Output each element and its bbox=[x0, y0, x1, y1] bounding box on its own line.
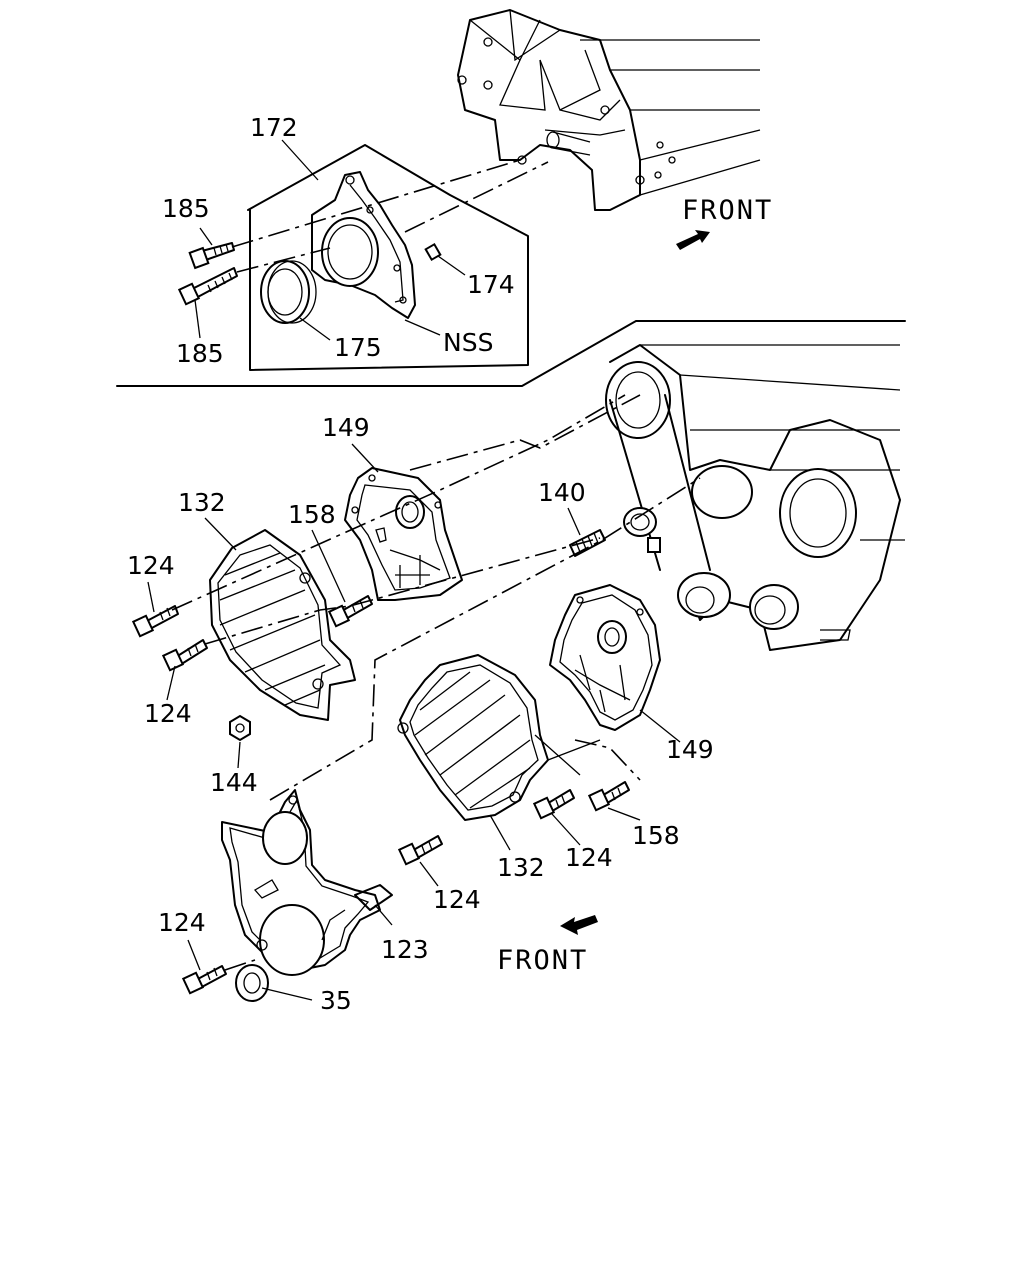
engine-block-bottom bbox=[605, 344, 905, 651]
section-divider bbox=[116, 320, 906, 387]
back-plate-149-left bbox=[344, 443, 463, 601]
centerline-low-5 bbox=[224, 959, 256, 971]
label-172: 172 bbox=[250, 113, 298, 142]
leader-123 bbox=[374, 904, 393, 926]
label-140: 140 bbox=[538, 478, 586, 507]
label-124-e: 124 bbox=[158, 908, 206, 937]
leader-149a bbox=[351, 443, 379, 473]
dowel-174 bbox=[424, 242, 466, 276]
leader-158b bbox=[607, 807, 641, 821]
label-124-c: 124 bbox=[565, 843, 613, 872]
bolt-158-b bbox=[587, 781, 641, 821]
label-144: 144 bbox=[210, 768, 258, 797]
centerline-low-3 bbox=[409, 394, 641, 471]
front-label-top: FRONT bbox=[682, 195, 773, 226]
label-158-right: 158 bbox=[632, 821, 680, 850]
timing-cover-132-right bbox=[397, 654, 601, 851]
label-175: 175 bbox=[334, 333, 382, 362]
label-124-a: 124 bbox=[127, 551, 175, 580]
seal-35 bbox=[235, 964, 313, 1002]
bolt-185-bottom bbox=[177, 267, 238, 339]
label-149-left: 149 bbox=[322, 413, 370, 442]
leader-149b bbox=[639, 709, 681, 743]
label-185-top: 185 bbox=[162, 194, 210, 223]
leader-nss bbox=[404, 319, 441, 336]
bolt-124-c bbox=[532, 789, 581, 846]
leader-175 bbox=[299, 317, 331, 341]
leader-185b bbox=[194, 299, 201, 339]
leader-124b bbox=[166, 665, 176, 701]
label-149-right: 149 bbox=[666, 735, 714, 764]
leader-124c bbox=[551, 813, 581, 846]
centerline-low-1 bbox=[171, 394, 626, 611]
label-174: 174 bbox=[467, 270, 515, 299]
nut-144 bbox=[229, 714, 251, 769]
label-185-bottom: 185 bbox=[176, 339, 224, 368]
centerline-top-1 bbox=[231, 159, 521, 248]
label-132-right: 132 bbox=[497, 853, 545, 882]
bolt-124-b bbox=[161, 639, 208, 701]
engine-block-top bbox=[457, 9, 761, 211]
bolt-124-e bbox=[181, 939, 227, 995]
centerline-top-3 bbox=[404, 161, 549, 233]
front-arrow-bottom bbox=[560, 915, 598, 935]
leader-124a bbox=[147, 581, 155, 613]
centerline-low-6 bbox=[574, 739, 641, 781]
part-labels: 172 185 185 174 175 NSS 149 132 158 140 … bbox=[127, 113, 773, 1015]
oil-seal-175 bbox=[260, 260, 331, 341]
bolt-124-a bbox=[131, 581, 179, 638]
leader-172 bbox=[281, 139, 319, 181]
inset-box-172 bbox=[247, 139, 529, 371]
leader-35 bbox=[261, 987, 313, 1001]
centerline-top-2 bbox=[236, 247, 331, 273]
front-arrow-top bbox=[676, 230, 710, 250]
leader-124e bbox=[187, 939, 201, 971]
leader-158a bbox=[311, 529, 346, 603]
label-124-b: 124 bbox=[144, 699, 192, 728]
front-label-bottom: FRONT bbox=[497, 945, 588, 976]
stud-140 bbox=[567, 507, 606, 557]
centerline-low-4 bbox=[269, 477, 701, 801]
lower-cover-123 bbox=[221, 789, 393, 976]
label-35: 35 bbox=[320, 986, 352, 1015]
leader-124d bbox=[419, 861, 439, 887]
centerline-low-2 bbox=[204, 537, 601, 645]
leader-132a bbox=[204, 517, 237, 551]
leader-185a bbox=[199, 227, 213, 246]
rear-cover-plate bbox=[311, 171, 441, 336]
label-nss: NSS bbox=[443, 328, 493, 357]
back-plate-149-right bbox=[549, 584, 681, 743]
leader-132b bbox=[489, 814, 511, 851]
leader-174 bbox=[437, 255, 466, 276]
leader-144 bbox=[237, 741, 241, 769]
timing-cover-132-left bbox=[204, 517, 356, 721]
leader-140 bbox=[567, 507, 581, 536]
label-123: 123 bbox=[381, 935, 429, 964]
label-158-left: 158 bbox=[288, 500, 336, 529]
bolt-158-a bbox=[311, 529, 373, 628]
label-124-d: 124 bbox=[433, 885, 481, 914]
label-132-left: 132 bbox=[178, 488, 226, 517]
bolt-124-d bbox=[397, 835, 443, 887]
bolt-185-top bbox=[188, 227, 235, 270]
